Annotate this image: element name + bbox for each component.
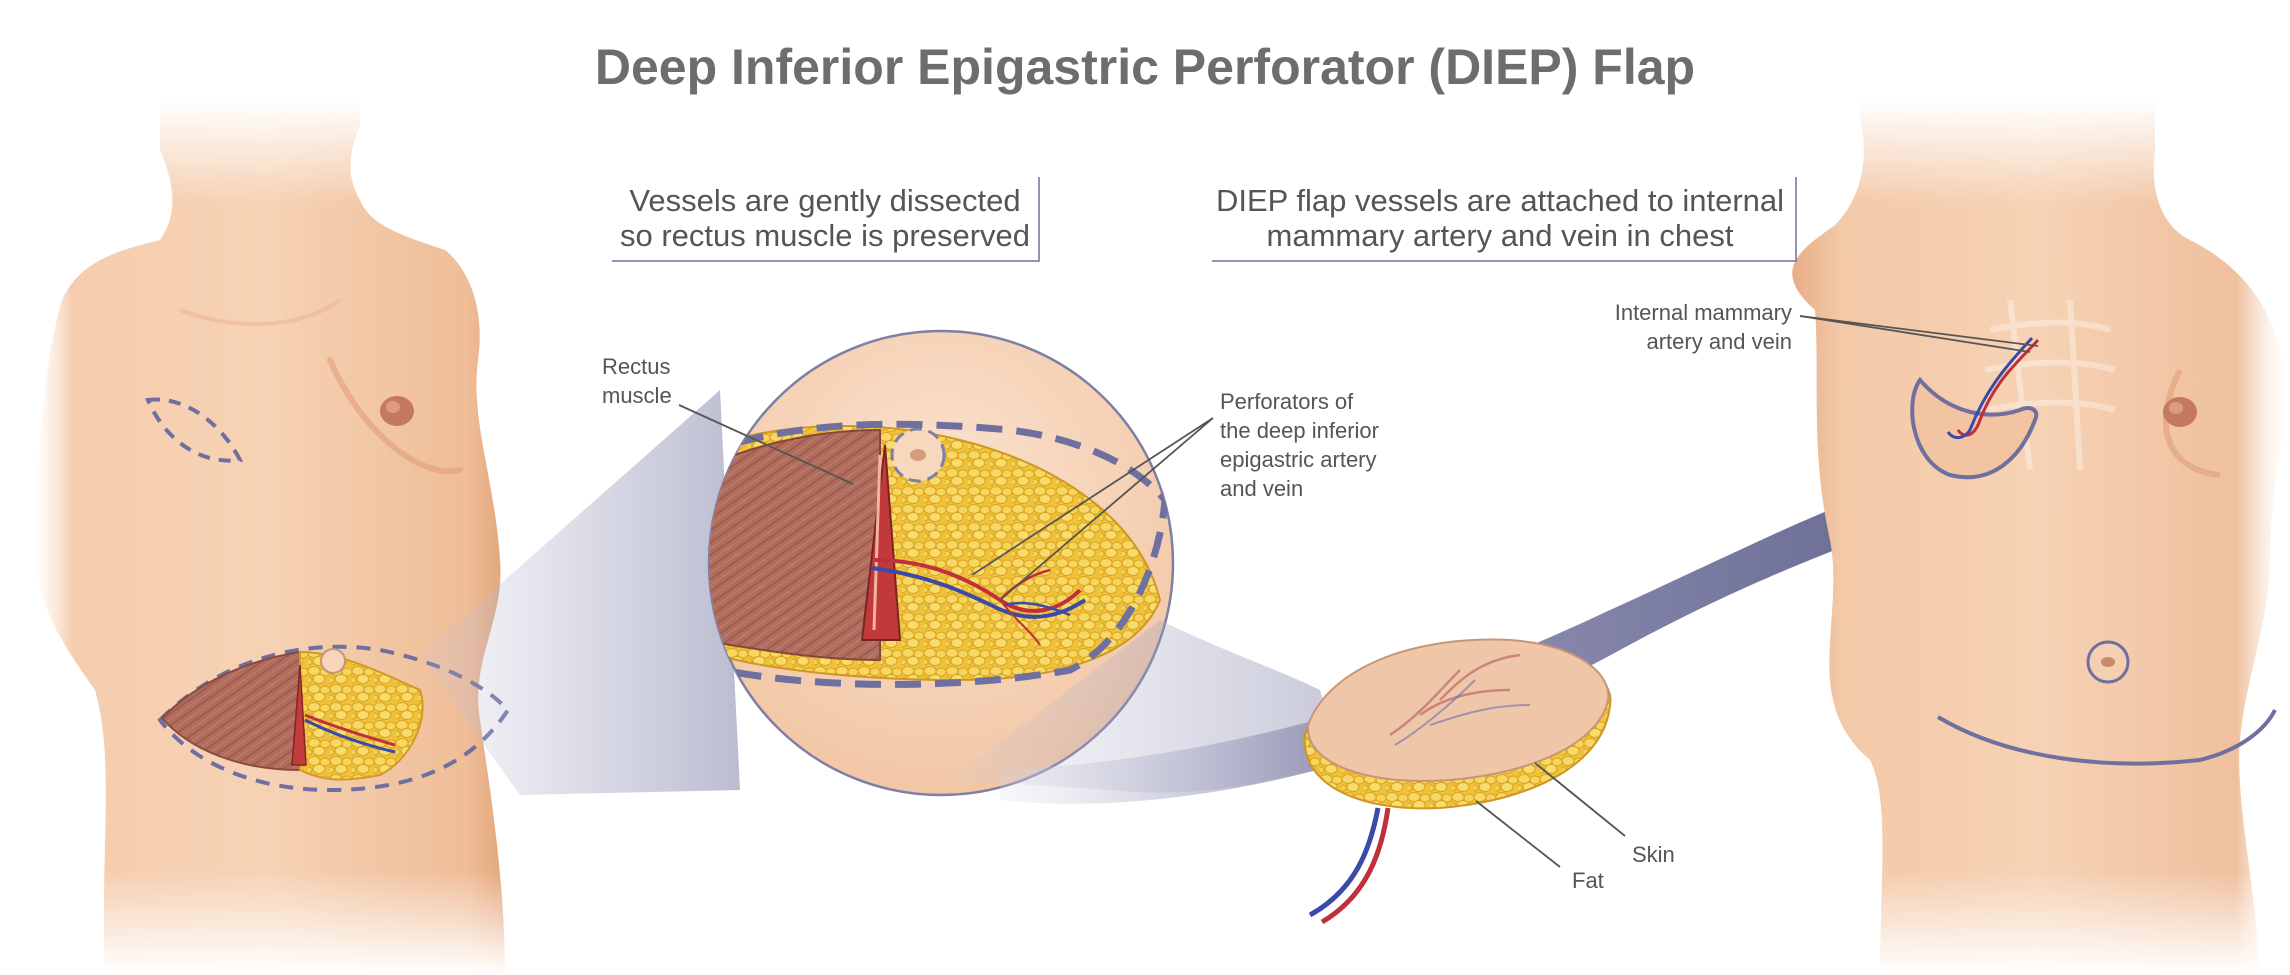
callout-dissection: Vessels are gently dissected so rectus m… [610, 183, 1040, 253]
page-title: Deep Inferior Epigastric Perforator (DIE… [0, 38, 2290, 96]
label-rectus-muscle: Rectus muscle [602, 352, 722, 410]
label-fat: Fat [1572, 866, 1652, 895]
left-torso [0, 100, 560, 975]
label-perforators-line-4: and vein [1220, 474, 1440, 503]
free-flap [1305, 639, 1611, 922]
label-internal-mammary-line-2: artery and vein [1560, 327, 1792, 356]
callout-dissection-line-1: Vessels are gently dissected [610, 183, 1040, 218]
label-perforators-line-3: epigastric artery [1220, 445, 1440, 474]
label-fat-text: Fat [1572, 866, 1652, 895]
label-skin: Skin [1632, 840, 1712, 869]
callout-dissection-line-2: so rectus muscle is preserved [610, 218, 1040, 253]
label-internal-mammary: Internal mammary artery and vein [1560, 298, 1792, 356]
label-perforators: Perforators of the deep inferior epigast… [1220, 387, 1440, 503]
label-internal-mammary-line-1: Internal mammary [1560, 298, 1792, 327]
label-rectus-line-1: Rectus [602, 352, 722, 381]
label-perforators-line-1: Perforators of [1220, 387, 1440, 416]
label-perforators-line-2: the deep inferior [1220, 416, 1440, 445]
callout-attachment-line-2: mammary artery and vein in chest [1205, 218, 1795, 253]
right-torso [1780, 100, 2290, 975]
callout-attachment: DIEP flap vessels are attached to intern… [1205, 183, 1795, 253]
callout-attachment-line-1: DIEP flap vessels are attached to intern… [1205, 183, 1795, 218]
label-rectus-line-2: muscle [602, 381, 722, 410]
label-skin-text: Skin [1632, 840, 1712, 869]
